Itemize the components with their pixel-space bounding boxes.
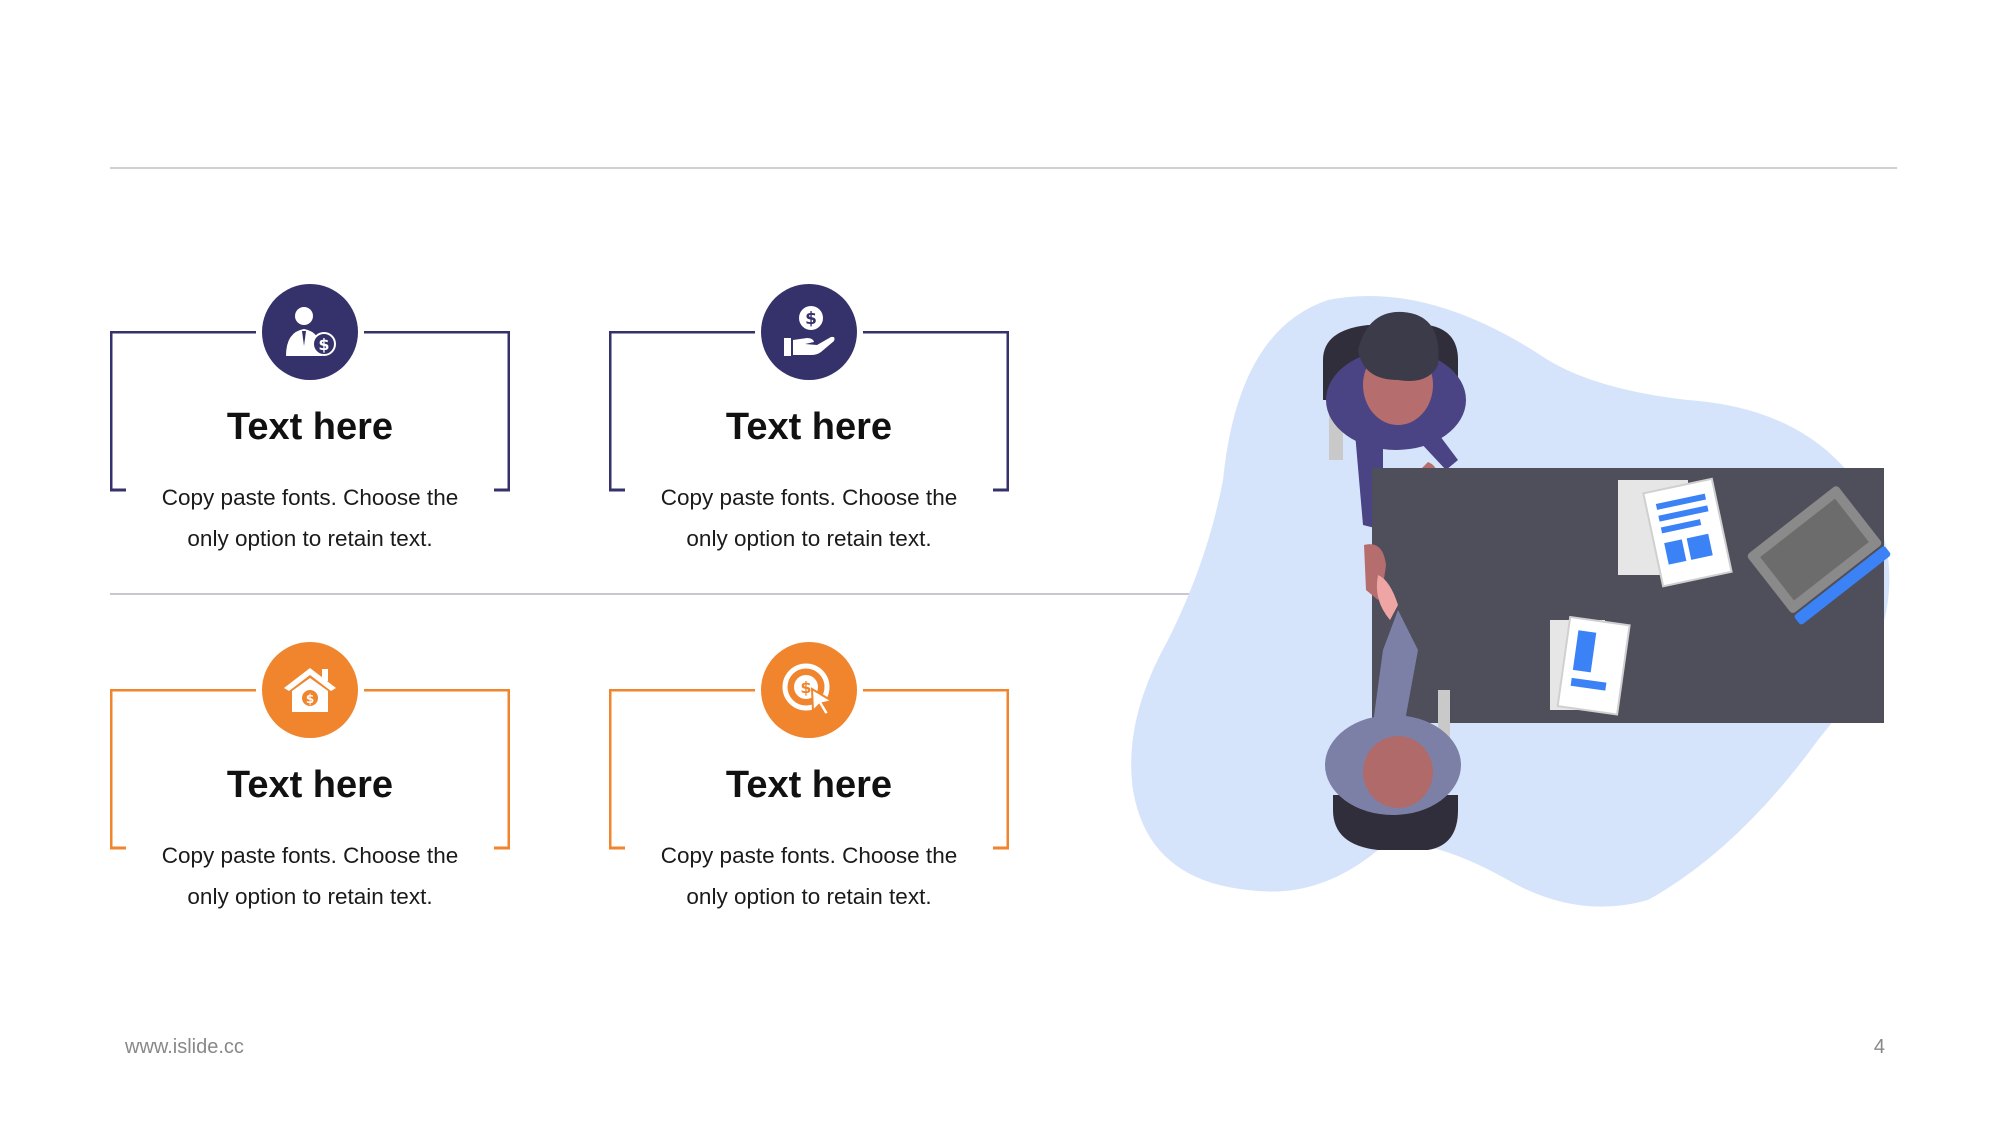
card-description-line-1: Copy paste fonts. Choose the [161, 485, 459, 510]
card-frame [609, 331, 1009, 492]
card-description: Copy paste fonts. Choose the only option… [629, 477, 989, 559]
dollar-click-icon: $ [761, 642, 857, 738]
businessman-dollar-icon: $ [262, 284, 358, 380]
feature-card-4: $ Text here Copy paste fonts. Choose the… [609, 642, 1009, 1019]
card-title: Text here [725, 406, 893, 448]
house-dollar-icon: $ [262, 642, 358, 738]
card-frame [110, 689, 510, 850]
top-divider [110, 167, 1897, 169]
feature-card-1: $ Text here Copy paste fonts. Choose the… [110, 284, 510, 661]
card-description-line-2: only option to retain text. [686, 884, 932, 909]
middle-divider [110, 593, 1380, 595]
card-frame [609, 689, 1009, 850]
bottom-person-head [1363, 736, 1433, 808]
card-title: Text here [226, 406, 394, 448]
svg-text:$: $ [306, 692, 314, 706]
card-description: Copy paste fonts. Choose the only option… [629, 835, 989, 917]
card-description-line-1: Copy paste fonts. Choose the [660, 485, 958, 510]
svg-text:$: $ [318, 335, 329, 354]
card-description-line-2: only option to retain text. [187, 884, 433, 909]
card-description: Copy paste fonts. Choose the only option… [130, 835, 490, 917]
feature-card-2: $ Text here Copy paste fonts. Choose the… [609, 284, 1009, 661]
card-description: Copy paste fonts. Choose the only option… [130, 477, 490, 559]
page-number: 4 [1873, 1036, 1885, 1058]
handshake-illustration [1131, 296, 1891, 907]
svg-text:$: $ [800, 678, 811, 697]
card-title: Text here [725, 764, 893, 806]
card-description-line-1: Copy paste fonts. Choose the [660, 843, 958, 868]
footer-website: www.islide.cc [125, 1036, 244, 1058]
card-description-line-1: Copy paste fonts. Choose the [161, 843, 459, 868]
card-frame [110, 331, 510, 492]
hand-coin-icon: $ [761, 284, 857, 380]
card-description-line-2: only option to retain text. [686, 526, 932, 551]
card-description-line-2: only option to retain text. [187, 526, 433, 551]
card-title: Text here [226, 764, 394, 806]
feature-card-3: $ Text here Copy paste fonts. Choose the… [110, 642, 510, 1019]
svg-text:$: $ [805, 309, 817, 329]
